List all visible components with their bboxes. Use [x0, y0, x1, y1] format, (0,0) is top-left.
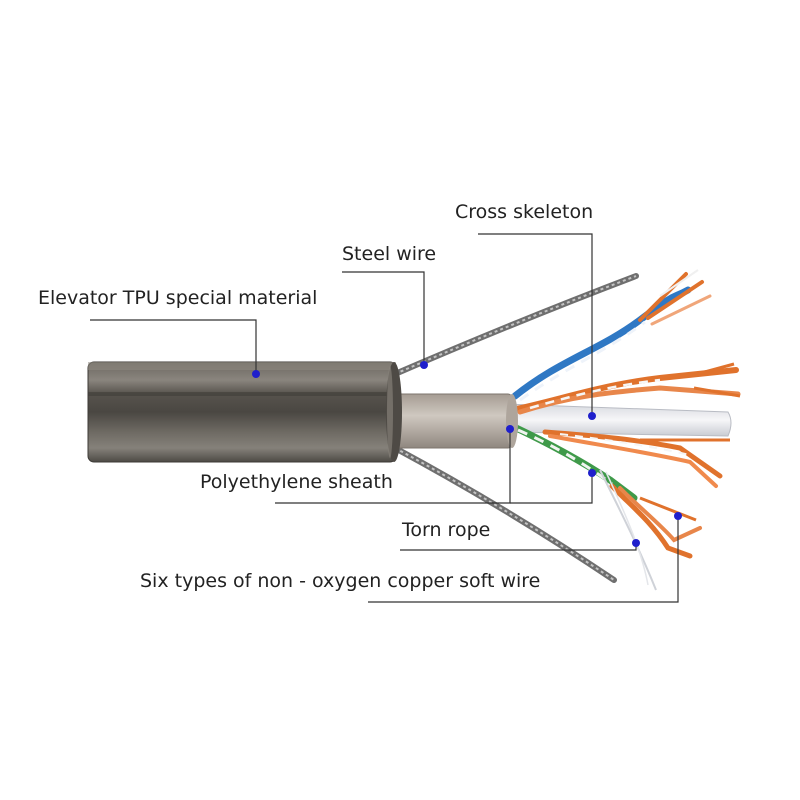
label-torn-rope: Torn rope [402, 519, 491, 541]
marker-dot-cross-skeleton [588, 412, 596, 420]
leader-line-cross-skeleton [478, 233, 593, 414]
orange-pair-top [638, 269, 712, 326]
marker-dot-steel-wire [420, 361, 428, 369]
cable-jacket [87, 361, 402, 463]
label-cross-skeleton: Cross skeleton [455, 201, 594, 223]
orange-pair-middle [509, 362, 741, 415]
label-steel-wire: Steel wire [342, 243, 437, 265]
leader-line-torn-rope [400, 543, 637, 551]
marker-dot-polyethylene-sheath [506, 425, 514, 433]
steel-wire-upper [392, 273, 639, 377]
marker-dot-torn-rope [632, 539, 640, 547]
label-elevator-tpu: Elevator TPU special material [38, 287, 318, 309]
steel-wire-lower [392, 445, 617, 583]
leader-line-copper-wire [368, 516, 679, 603]
polyethylene-sheath-shape [387, 393, 518, 449]
leader-line-steel-wire [342, 271, 425, 365]
cross-skeleton-core [504, 403, 732, 437]
marker-dot-copper-wire [674, 512, 682, 520]
orange-pair-bottom [609, 483, 702, 559]
leader-line-elevator-tpu [90, 319, 257, 372]
label-copper-wire: Six types of non - oxygen copper soft wi… [140, 570, 541, 592]
label-polyethylene-sheath: Polyethylene sheath [200, 471, 393, 493]
blue-pair [511, 286, 692, 402]
orange-pair-right [542, 429, 730, 488]
marker-dots [252, 361, 682, 547]
torn-rope-fiber [599, 469, 657, 591]
marker-dot-elevator-tpu [252, 370, 260, 378]
marker-dot-green-pair [588, 469, 596, 477]
leader-line-green-to-sheath [510, 472, 593, 504]
